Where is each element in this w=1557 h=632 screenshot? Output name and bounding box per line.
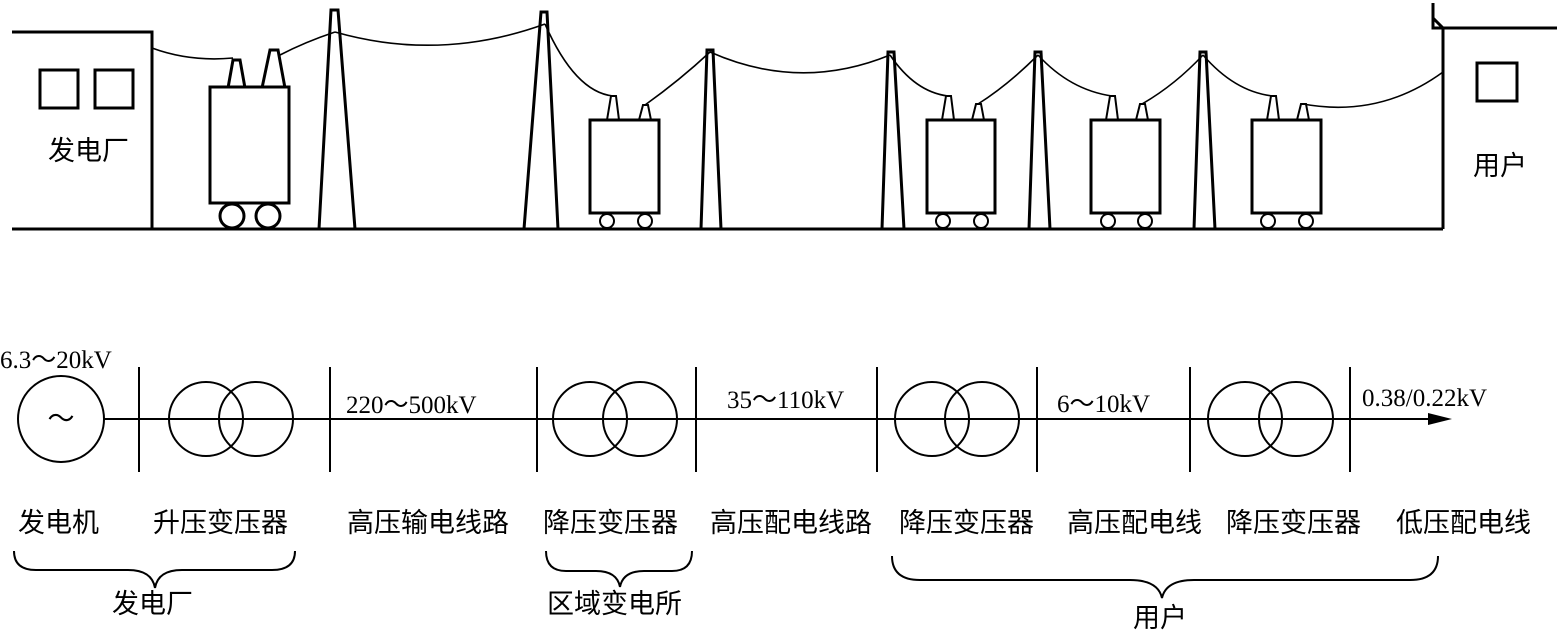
user-building-label: 用户 bbox=[1473, 151, 1527, 182]
tower bbox=[699, 48, 723, 231]
tower bbox=[522, 10, 560, 231]
group-label-substation: 区域变电所 bbox=[547, 589, 682, 620]
voltage-label-mv-distribution: 6～10kV bbox=[1057, 391, 1150, 418]
voltage-label-generator: 6.3～20kV bbox=[0, 347, 112, 374]
voltage-label-hv-distribution: 35～110kV bbox=[727, 387, 844, 414]
power-plant-building: 发电厂 bbox=[12, 30, 154, 229]
component-label: 降压变压器 bbox=[1226, 508, 1361, 539]
voltage-label-lv-distribution: 0.38/0.22kV bbox=[1362, 385, 1487, 412]
step-down-transformer-picture bbox=[925, 95, 997, 229]
transformer-symbol-step-up bbox=[168, 381, 294, 457]
component-label: 降压变压器 bbox=[543, 508, 678, 539]
tower bbox=[1027, 50, 1052, 231]
transmission-towers bbox=[317, 8, 1217, 231]
group-label-user: 用户 bbox=[1133, 603, 1187, 632]
component-label: 低压配电线 bbox=[1396, 508, 1531, 539]
brace-substation bbox=[545, 550, 693, 588]
user-building: 用户 bbox=[1431, 3, 1557, 229]
component-label: 高压输电线路 bbox=[347, 508, 509, 539]
component-labels: 发电机 升压变压器 高压输电线路 降压变压器 高压配电线路 降压变压器 高压配电… bbox=[18, 508, 1531, 539]
arrow-head-icon bbox=[1428, 413, 1452, 425]
generator-tilde: ～ bbox=[48, 404, 75, 435]
transformer-symbol-user-2 bbox=[1207, 381, 1334, 457]
overhead-wires bbox=[151, 23, 1444, 109]
component-label: 高压配电线 bbox=[1067, 508, 1202, 539]
brace-user bbox=[891, 555, 1439, 599]
tower bbox=[880, 50, 906, 231]
voltage-label-transmission: 220～500kV bbox=[346, 392, 477, 419]
transformer-symbol-user-1 bbox=[894, 381, 1020, 457]
pictorial-scene: 发电厂 用户 bbox=[12, 3, 1557, 231]
schematic: ～ 6.3～20kV bbox=[0, 347, 1531, 632]
component-label: 发电机 bbox=[18, 508, 99, 539]
power-plant-label: 发电厂 bbox=[48, 136, 129, 167]
step-down-transformer-picture bbox=[1250, 95, 1323, 229]
generator-symbol: ～ bbox=[17, 375, 105, 463]
step-down-transformer-picture bbox=[588, 95, 661, 229]
step-down-transformer-picture bbox=[1089, 95, 1162, 229]
brace-power-plant bbox=[13, 550, 296, 589]
tower bbox=[317, 8, 357, 231]
component-label: 降压变压器 bbox=[899, 508, 1034, 539]
step-up-transformer-picture bbox=[208, 48, 291, 230]
component-label: 高压配电线路 bbox=[710, 508, 872, 539]
tower bbox=[1192, 50, 1217, 231]
component-label: 升压变压器 bbox=[153, 508, 288, 539]
section-dividers bbox=[138, 367, 1351, 472]
group-label-power-plant: 发电厂 bbox=[112, 589, 193, 620]
transformer-symbol-substation bbox=[552, 381, 678, 457]
